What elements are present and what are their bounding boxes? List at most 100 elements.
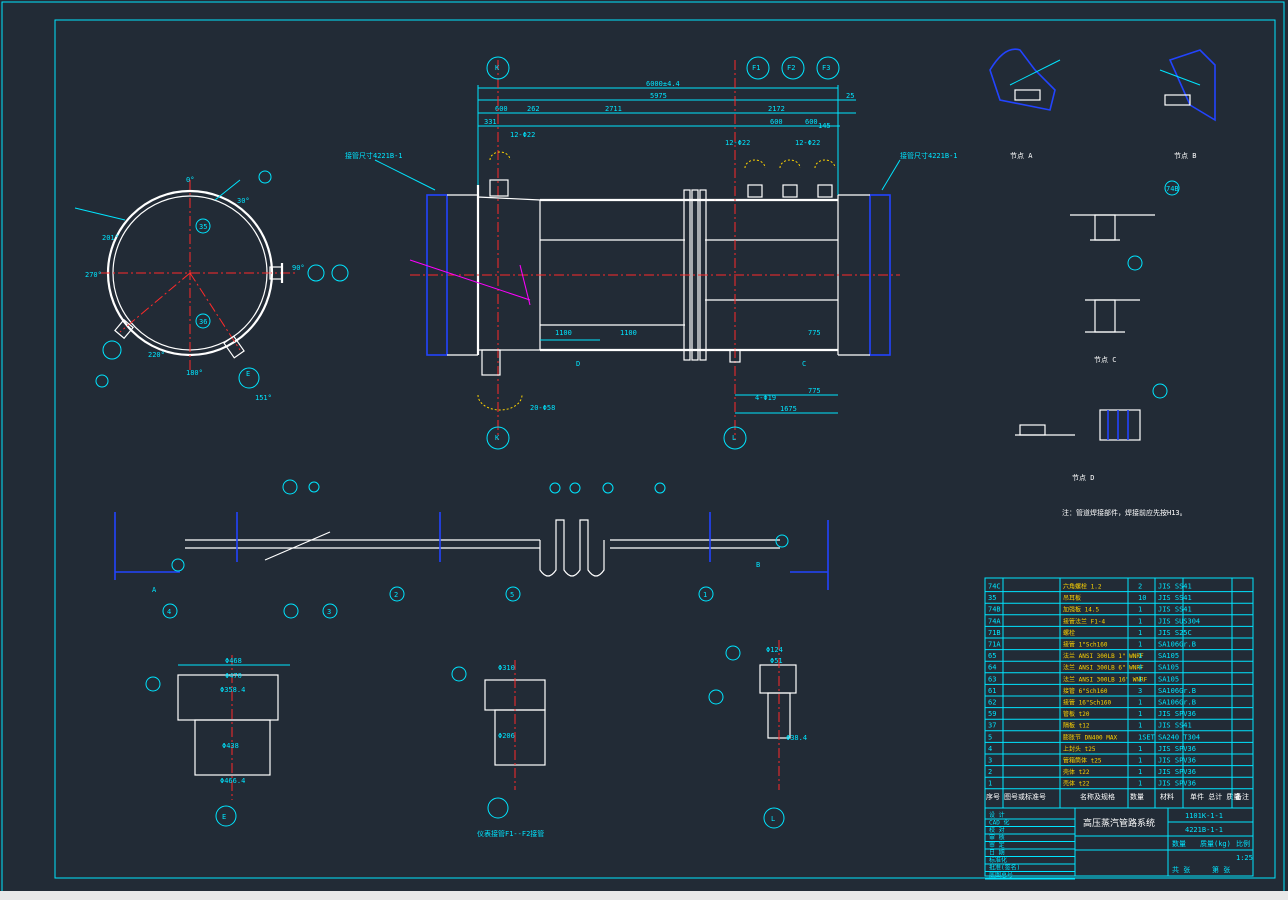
detail-stiffener-view: 74B 节点 C 节点 D 注：管道焊接部件，焊接前应先按H13。 — [1015, 180, 1187, 517]
balloon-l-nozzle: L — [771, 815, 775, 823]
detail-b-label: 节点 B — [1174, 152, 1196, 160]
parts-cell: 1 — [1138, 757, 1142, 765]
welding-note: 注：管道焊接部件，焊接前应先按H13。 — [1062, 508, 1187, 517]
drawing-scale: 1:25 — [1236, 854, 1253, 862]
bellows-section-view: A B 4 3 2 5 1 — [114, 479, 829, 619]
parts-cell: 2 — [1138, 583, 1142, 591]
tb-sheet: 第 张 — [1212, 865, 1230, 874]
balloon-e-left: E — [246, 370, 250, 378]
dim-phi206: Φ206 — [498, 732, 515, 740]
title-block-row-label: 底图总号 — [989, 871, 1013, 879]
parts-cell: 法兰 ANSI 300LB 1" WNRF — [1063, 652, 1144, 660]
parts-cell: 管箱筒体 t25 — [1063, 757, 1102, 765]
dim-phi438: Φ438 — [222, 742, 239, 750]
dim-phi358: Φ358.4 — [220, 686, 245, 694]
dim-1675: 1675 — [780, 405, 797, 413]
dim-phi38: Φ38.4 — [786, 734, 807, 742]
dim-775-a: 775 — [808, 329, 821, 337]
dim-25: 25 — [846, 92, 854, 100]
drawing-title: 高压蒸汽管路系统 — [1083, 817, 1155, 829]
parts-cell: SA106Gr.B — [1158, 699, 1196, 707]
tb-mass-header: 质量(kg) — [1200, 839, 1231, 848]
parts-header-cell: 单件 总计 质量 — [1190, 792, 1240, 801]
angle-0: 0° — [186, 176, 194, 184]
balloon-3: 3 — [327, 608, 331, 616]
parts-cell: 2 — [988, 768, 992, 776]
dim-phi310: Φ310 — [498, 664, 515, 672]
dim-2172: 2172 — [768, 105, 785, 113]
parts-cell: JIS SS41 — [1158, 583, 1192, 591]
parts-cell: JIS SUS304 — [1158, 617, 1200, 625]
dim-overall: 6000±4.4 — [646, 80, 680, 88]
dim-1100-a: 1100 — [555, 329, 572, 337]
parts-cell: 10 — [1138, 594, 1146, 602]
parts-header-cell: 序号 — [986, 792, 1000, 801]
f1-f2-caption: 仪表接管F1--F2接管 — [477, 829, 544, 838]
parts-cell: 37 — [988, 722, 996, 730]
dim-12-phi22-c: 12-Φ22 — [795, 139, 820, 147]
dim-1100-b: 1100 — [620, 329, 637, 337]
parts-header-cell: 备注 — [1235, 792, 1249, 801]
dim-phi470: Φ470 — [225, 672, 242, 680]
parts-cell: SA240 T304 — [1158, 733, 1200, 741]
parts-cell: 4 — [988, 745, 992, 753]
balloon-4: 4 — [167, 608, 171, 616]
parts-cell: 管板 t20 — [1063, 710, 1090, 718]
parts-cell: 六角螺栓 1.2 — [1063, 583, 1102, 591]
parts-cell: 1 — [1138, 768, 1142, 776]
parts-cell: 接管 6"Sch160 — [1063, 687, 1108, 695]
parts-cell: 接管 1"Sch160 — [1063, 641, 1108, 649]
dim-phi468: Φ468 — [225, 657, 242, 665]
detail-a-b-views: 节点 A 节点 B — [989, 48, 1216, 160]
dim-331: 331 — [484, 118, 497, 126]
detail-c-label: 节点 C — [1094, 356, 1116, 364]
dim-12-phi22-b: 12-Φ22 — [725, 139, 750, 147]
parts-cell: JIS SPV36 — [1158, 745, 1196, 753]
balloon-5: 5 — [510, 591, 514, 599]
parts-cell: 1 — [1138, 745, 1142, 753]
parts-cell: SA105 — [1158, 652, 1179, 660]
parts-cell: 上封头 t25 — [1063, 745, 1096, 753]
balloon-36: 36 — [199, 318, 207, 326]
parts-cell: JIS SS41 — [1158, 594, 1192, 602]
dim-2711: 2711 — [605, 105, 622, 113]
parts-cell: JIS SPV36 — [1158, 757, 1196, 765]
title-block-row-label: CAD 化 — [989, 819, 1009, 827]
parts-cell: 1 — [1138, 641, 1142, 649]
detail-a-label: 节点 A — [1010, 152, 1033, 160]
parts-cell: 1 — [1138, 617, 1142, 625]
parts-cell: 接管 16"Sch160 — [1063, 699, 1112, 707]
balloon-l-bottom: L — [732, 434, 736, 442]
dim-5975: 5975 — [650, 92, 667, 100]
parts-cell: SA106Gr.B — [1158, 641, 1196, 649]
angle-90: 90° — [292, 264, 305, 272]
parts-cell: 隔板 t12 — [1063, 722, 1090, 730]
parts-cell: 74A — [988, 617, 1001, 625]
pipe-label-b: B — [756, 561, 760, 569]
bottom-scrollbar-strip[interactable] — [0, 891, 1288, 900]
parts-cell: 61 — [988, 687, 996, 695]
parts-header-cell: 图号或标准号 — [1004, 792, 1046, 801]
section-mark-d: D — [576, 360, 580, 368]
tb-sheets: 共 张 — [1172, 865, 1190, 874]
dim-20-phi58: 20-Φ58 — [530, 404, 555, 412]
parts-cell: 3 — [1138, 687, 1142, 695]
parts-cell: JIS SPV36 — [1158, 768, 1196, 776]
balloon-f1: F1 — [752, 64, 760, 72]
parts-cell: 壳体 t22 — [1063, 768, 1090, 776]
parts-cell: SA106Gr.B — [1158, 687, 1196, 695]
parts-cell: 法兰 ANSI 300LB 16" WNRF — [1063, 675, 1148, 683]
parts-header-cell: 数量 — [1130, 792, 1144, 801]
parts-cell: JIS SPV36 — [1158, 710, 1196, 718]
nozzle-detail-right: Φ124 Φ51 Φ38.4 L — [708, 640, 807, 829]
balloon-k-top: K — [495, 64, 500, 72]
parts-cell: 膨胀节 DN400 MAX — [1063, 733, 1118, 741]
balloon-f2: F2 — [787, 64, 795, 72]
balloon-f3: F3 — [822, 64, 830, 72]
angle-220: 220° — [148, 351, 165, 359]
parts-cell: 1 — [1138, 780, 1142, 788]
parts-cell: 64 — [988, 664, 996, 672]
balloon-k-bottom: K — [495, 434, 500, 442]
parts-cell: 3 — [988, 757, 992, 765]
